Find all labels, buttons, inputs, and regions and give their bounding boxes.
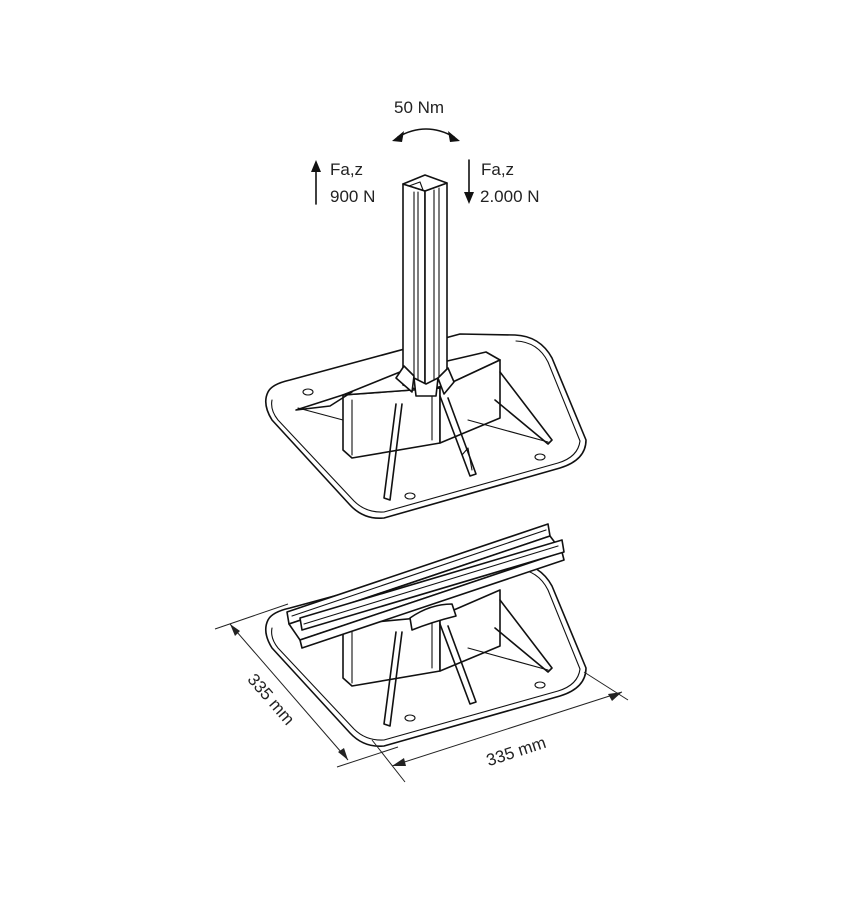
arrow-up-icon	[311, 160, 321, 205]
dimension-width-lines	[371, 671, 629, 783]
uplift-force-name: Fa,z	[330, 160, 364, 179]
torque-arrow-icon	[392, 128, 460, 142]
torque-label: 50 Nm	[394, 98, 445, 117]
dimension-depth-lines	[214, 603, 399, 768]
horizontal-rail	[286, 523, 565, 649]
uplift-force-value: 900 N	[330, 187, 376, 206]
vertical-post	[395, 174, 455, 397]
downforce-name: Fa,z	[481, 160, 515, 179]
upper-base-plate	[264, 333, 587, 520]
downforce-value: 2.000 N	[480, 187, 540, 206]
arrow-down-icon	[464, 159, 474, 204]
